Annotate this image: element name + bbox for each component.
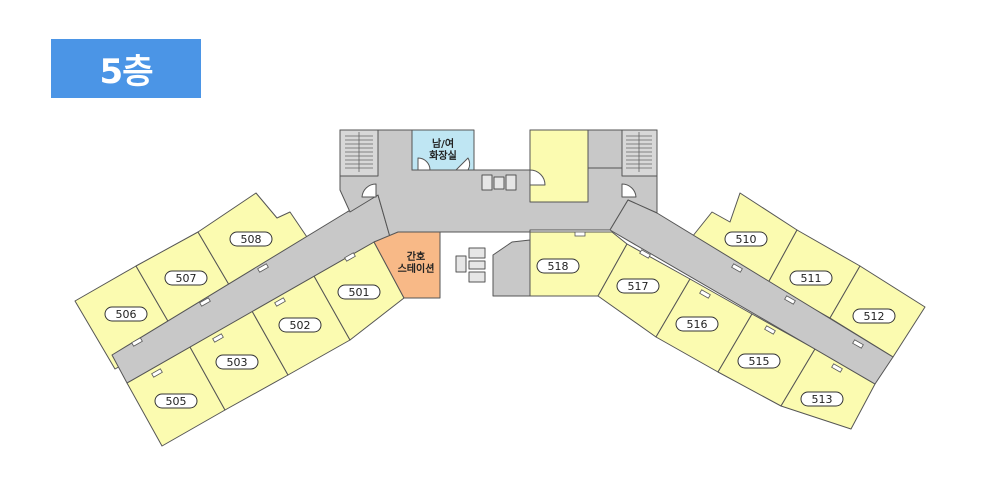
nurse-station-label-line1: 간호: [407, 250, 425, 263]
room-label-501: 501: [349, 286, 370, 299]
elevator-4: [455, 255, 467, 273]
elevator-2: [493, 176, 505, 190]
room-label-512: 512: [864, 310, 885, 323]
room-label-508: 508: [241, 233, 262, 246]
nurse-station-label-line2: 스테이션: [398, 262, 435, 275]
room-label-517: 517: [628, 280, 649, 293]
elevator-3: [505, 174, 517, 191]
room-upper-right[interactable]: [529, 129, 589, 203]
restroom-label-line1: 남/여: [432, 137, 454, 150]
room-label-506: 506: [116, 308, 137, 321]
restroom-label-line2: 화장실: [429, 149, 457, 162]
door-swing-right: [621, 183, 637, 198]
door-swing-restroom: [417, 157, 471, 171]
utility-room: [587, 129, 625, 169]
elevator-6: [468, 260, 486, 270]
room-label-505: 505: [166, 395, 187, 408]
right-corridor: [609, 199, 894, 385]
room-label-515: 515: [749, 355, 770, 368]
elevator-5: [468, 247, 486, 259]
room-label-513: 513: [812, 393, 833, 406]
elevator-1: [481, 174, 493, 191]
room-label-502: 502: [290, 319, 311, 332]
room-label-510: 510: [736, 233, 757, 246]
room-label-507: 507: [176, 272, 197, 285]
door-swing-left: [361, 183, 377, 198]
elevator-7: [468, 271, 486, 283]
nurse-station[interactable]: [373, 231, 441, 299]
room-label-511: 511: [801, 272, 822, 285]
room-label-518: 518: [548, 260, 569, 273]
stairwell-right: [621, 129, 658, 177]
room-label-516: 516: [687, 318, 708, 331]
floor-label-badge: 5층: [51, 39, 201, 98]
door-swing-mid: [529, 169, 546, 186]
room-label-503: 503: [227, 356, 248, 369]
